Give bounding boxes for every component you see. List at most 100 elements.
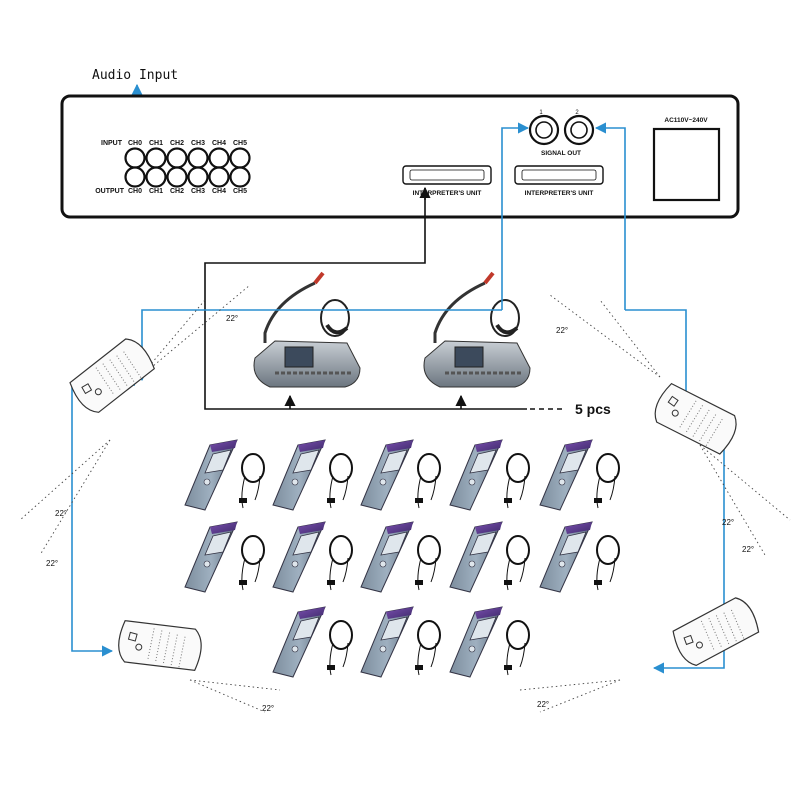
receiver-with-headphones [449,439,530,511]
output-channel-label: CH0 [128,188,142,195]
input-row-label: INPUT [101,140,123,147]
receiver-with-headphones [184,439,265,511]
receiver-display [292,616,320,641]
output-jack[interactable] [187,166,209,188]
power-label: AC110V~240V [664,117,708,124]
headphones-icon [329,453,353,483]
receiver-display [292,531,320,556]
main-rack-unit: INPUT OUTPUT CH0CH0CH1CH1CH2CH2CH3CH3CH4… [60,94,740,219]
angle-label-right-upper: 22° [722,518,734,527]
receiver-display [469,616,497,641]
input-jack[interactable] [166,147,188,169]
headphones-icon [506,620,530,650]
interpreter-unit [423,271,531,388]
signal-out-port-1-label: 1 [539,110,543,116]
input-jack[interactable] [187,147,209,169]
output-jack[interactable] [166,166,188,188]
radiation-angle-guides [19,284,791,713]
input-jack[interactable] [124,147,146,169]
headphones-icon [506,453,530,483]
receiver-with-headphones [449,606,530,678]
audio-input-label: Audio Input [92,68,178,83]
signal-line-port-1 [501,122,530,310]
receiver-with-headphones [360,439,441,511]
headphones-icon [329,535,353,565]
receiver-display [469,531,497,556]
headphones-icon [417,453,441,483]
receiver-with-headphones [360,606,441,678]
output-channel-label: CH5 [233,188,247,195]
input-channel-label: CH4 [212,140,226,147]
headphones-icon [417,620,441,650]
input-channel-label: CH2 [170,140,184,147]
angle-label-left-lower: 22° [46,559,58,568]
signal-line-left-radiators [71,384,135,657]
headphones-icon [241,453,265,483]
receiver-with-headphones [539,439,620,511]
receiver-with-headphones [272,439,353,511]
receiver-with-headphones [272,521,353,593]
receiver-display [292,449,320,474]
output-channel-label: CH2 [170,188,184,195]
infrared-radiator [672,597,760,667]
headphones-icon [506,535,530,565]
angle-label-left-upper: 22° [55,509,67,518]
headphones-icon [417,535,441,565]
signal-out-label: SIGNAL OUT [541,150,581,157]
output-jack[interactable] [145,166,167,188]
signal-line-port-2 [594,122,626,310]
units-count-label: 5 pcs [575,401,611,417]
headphones-icon [490,299,520,337]
receiver-display [380,531,408,556]
receiver-display [469,449,497,474]
lcd-screen [454,346,484,368]
output-channel-label: CH1 [149,188,163,195]
signal-out-port-2-label: 2 [575,110,579,116]
receiver-display [380,616,408,641]
angle-label-right-lower: 22° [742,545,754,554]
receiver-display [380,449,408,474]
input-channel-label: CH3 [191,140,205,147]
interpreter-unit [253,271,361,388]
headphones-icon [596,453,620,483]
input-channel-label: CH1 [149,140,163,147]
input-jack[interactable] [145,147,167,169]
output-jack[interactable] [229,166,251,188]
headphones-icon [320,299,350,337]
output-row-label: OUTPUT [95,188,125,195]
signal-out-port-1[interactable] [528,114,560,146]
receiver-with-headphones [360,521,441,593]
input-jack[interactable] [208,147,230,169]
receiver-display [559,531,587,556]
signal-out-port-2[interactable] [563,114,595,146]
angle-label-bottom-left: 22° [262,704,274,713]
interpreter-port-left[interactable] [402,165,492,185]
power-socket[interactable] [652,127,721,202]
receiver-with-headphones [449,521,530,593]
output-jack[interactable] [124,166,146,188]
interpreter-port-right-label: INTERPRETER'S UNIT [525,190,594,197]
receiver-display [204,449,232,474]
output-channel-label: CH3 [191,188,205,195]
infrared-radiator [654,382,737,455]
input-jack[interactable] [229,147,251,169]
headphones-icon [329,620,353,650]
receiver-with-headphones [539,521,620,593]
output-jack[interactable] [208,166,230,188]
output-channel-label: CH4 [212,188,226,195]
headphones-icon [241,535,265,565]
infrared-radiator [118,620,202,672]
receiver-with-headphones [184,521,265,593]
lcd-screen [284,346,314,368]
infrared-radiator [69,338,155,413]
input-channel-label: CH5 [233,140,247,147]
angle-label-top-right: 22° [556,326,568,335]
input-channel-label: CH0 [128,140,142,147]
interpreter-port-right[interactable] [514,165,604,185]
headphones-icon [596,535,620,565]
receiver-display [559,449,587,474]
receiver-with-headphones [272,606,353,678]
interpreter-port-left-label: INTERPRETER'S UNIT [413,190,482,197]
